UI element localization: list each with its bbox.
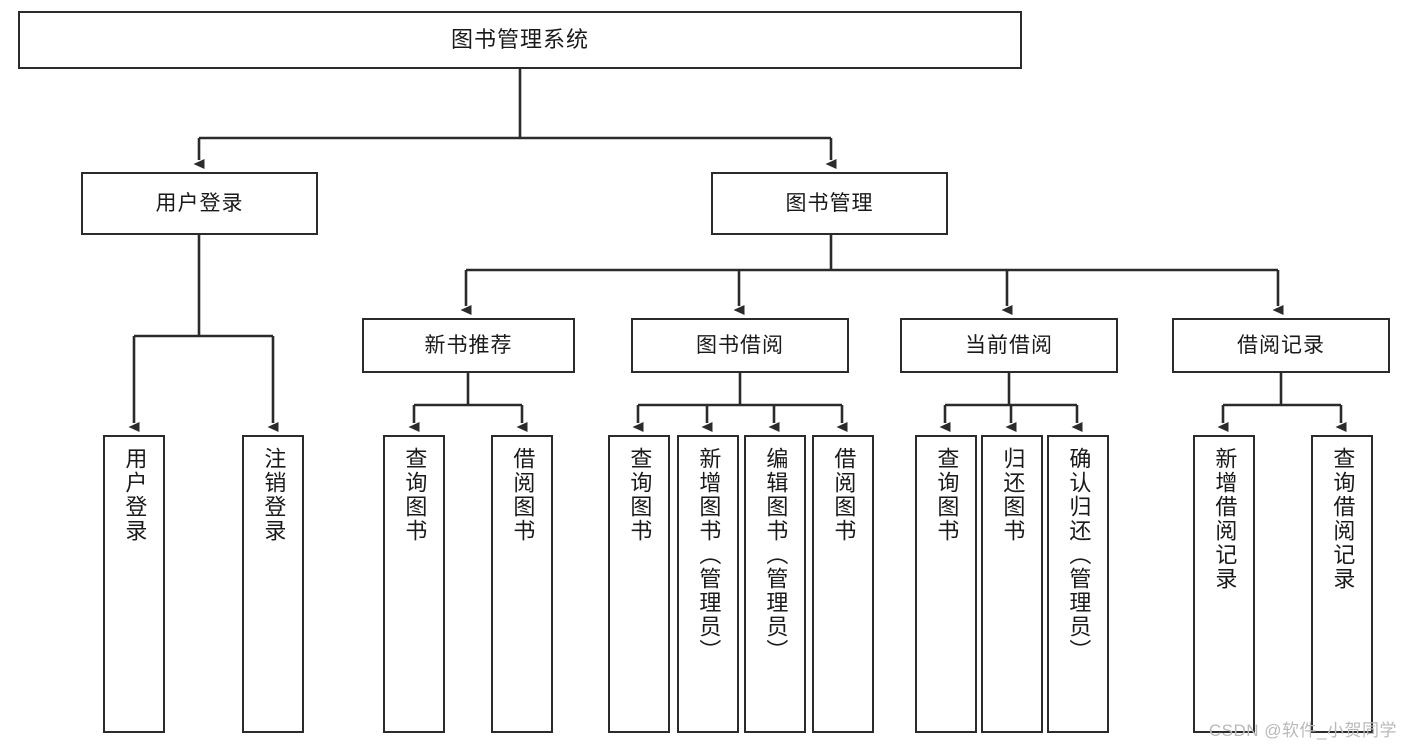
leaf-label: 新增图书（管理员） xyxy=(696,447,722,663)
leaf-query-book-borrow[interactable]: 查询图书 xyxy=(608,435,670,733)
node-label: 当前借阅 xyxy=(965,333,1053,357)
leaf-user-login[interactable]: 用户登录 xyxy=(103,435,165,733)
leaf-label: 借阅图书 xyxy=(831,447,857,543)
leaf-return-book[interactable]: 归还图书 xyxy=(981,435,1043,733)
leaf-borrow-book-recommend[interactable]: 借阅图书 xyxy=(491,435,553,733)
leaf-query-borrow-record[interactable]: 查询借阅记录 xyxy=(1311,435,1373,733)
node-label: 图书借阅 xyxy=(696,333,784,357)
leaf-label: 查询图书 xyxy=(934,447,960,543)
leaf-borrow-book[interactable]: 借阅图书 xyxy=(812,435,874,733)
leaf-label: 确认归还（管理员） xyxy=(1066,447,1092,663)
leaf-label: 借阅图书 xyxy=(510,447,536,543)
leaf-label: 新增借阅记录 xyxy=(1212,447,1238,591)
leaf-label: 查询借阅记录 xyxy=(1330,447,1356,591)
node-new-book-recommend[interactable]: 新书推荐 xyxy=(362,318,575,373)
node-root-system[interactable]: 图书管理系统 xyxy=(18,11,1022,69)
node-user-login[interactable]: 用户登录 xyxy=(81,172,318,235)
leaf-add-book-admin[interactable]: 新增图书（管理员） xyxy=(677,435,739,733)
leaf-label: 注销登录 xyxy=(261,447,287,543)
node-label: 借阅记录 xyxy=(1237,333,1325,357)
watermark-text: CSDN @软件_小贺同学 xyxy=(1208,721,1397,740)
leaf-label: 用户登录 xyxy=(122,447,148,543)
leaf-confirm-return-admin[interactable]: 确认归还（管理员） xyxy=(1047,435,1109,733)
node-label: 用户登录 xyxy=(155,191,244,215)
leaf-query-book-current[interactable]: 查询图书 xyxy=(915,435,977,733)
node-label: 图书管理系统 xyxy=(450,26,589,52)
node-borrow-record[interactable]: 借阅记录 xyxy=(1172,318,1390,373)
node-book-borrow[interactable]: 图书借阅 xyxy=(631,318,849,373)
leaf-label: 编辑图书（管理员） xyxy=(763,447,789,663)
leaf-query-book-recommend[interactable]: 查询图书 xyxy=(383,435,445,733)
leaf-label: 查询图书 xyxy=(627,447,653,543)
node-current-borrow[interactable]: 当前借阅 xyxy=(900,318,1118,373)
node-book-management[interactable]: 图书管理 xyxy=(711,172,948,235)
leaf-label: 查询图书 xyxy=(402,447,428,543)
leaf-add-borrow-record[interactable]: 新增借阅记录 xyxy=(1193,435,1255,733)
leaf-logout-login[interactable]: 注销登录 xyxy=(242,435,304,733)
node-label: 图书管理 xyxy=(785,191,874,215)
node-label: 新书推荐 xyxy=(424,333,513,357)
leaf-edit-book-admin[interactable]: 编辑图书（管理员） xyxy=(744,435,806,733)
leaf-label: 归还图书 xyxy=(1000,447,1026,543)
